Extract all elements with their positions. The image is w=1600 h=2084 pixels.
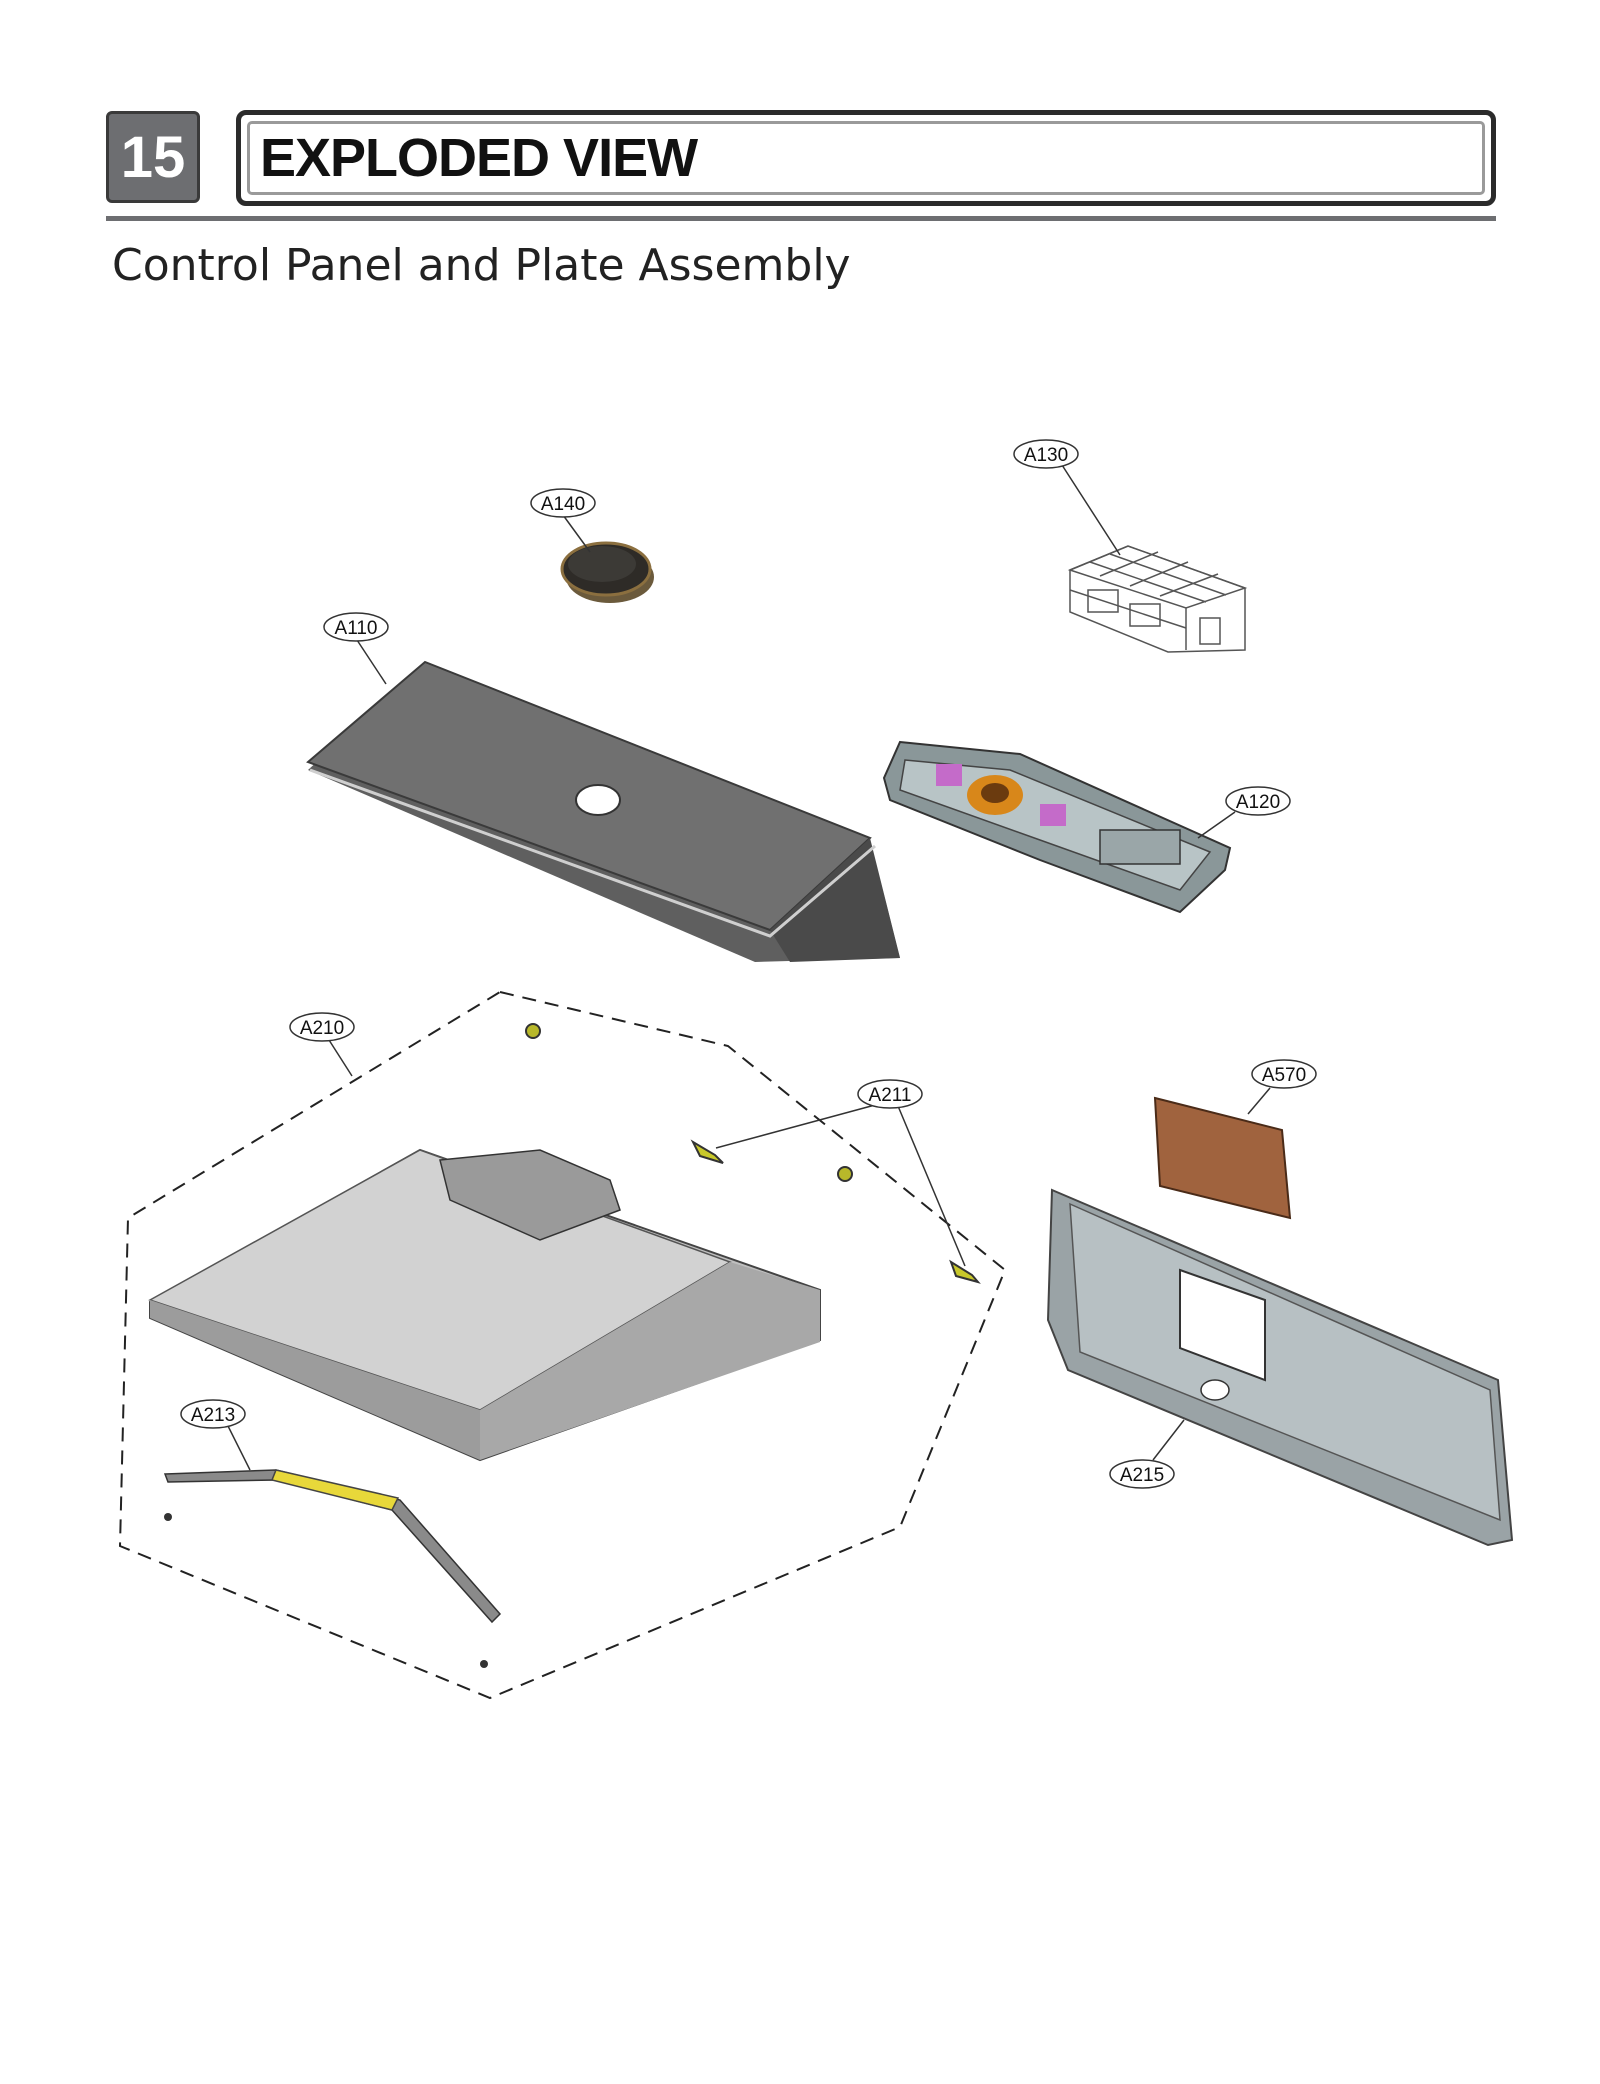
callout-a130: A130 bbox=[1013, 439, 1079, 469]
callout-a210: A210 bbox=[289, 1012, 355, 1042]
callout-a211: A211 bbox=[857, 1079, 923, 1109]
assembly-boundary bbox=[118, 990, 1007, 1700]
wireframe-cover-part bbox=[1067, 545, 1248, 653]
rail-part bbox=[163, 1469, 502, 1624]
page-subtitle: Control Panel and Plate Assembly bbox=[112, 240, 851, 291]
rear-plate-part bbox=[1046, 1188, 1514, 1547]
callout-a110: A110 bbox=[323, 612, 389, 642]
header-divider bbox=[106, 216, 1496, 221]
leader-lines bbox=[225, 464, 1271, 1471]
pcb-bracket-part bbox=[882, 740, 1232, 914]
label-a130: A130 bbox=[1024, 445, 1068, 466]
callout-a570: A570 bbox=[1251, 1059, 1317, 1089]
label-a110: A110 bbox=[335, 618, 378, 639]
section-number-badge: 15 bbox=[106, 111, 200, 203]
page-title: EXPLODED VIEW bbox=[247, 121, 1485, 195]
label-a140: A140 bbox=[541, 494, 585, 515]
label-a213: A213 bbox=[191, 1405, 235, 1426]
label-a570: A570 bbox=[1262, 1065, 1306, 1086]
label-a211: A211 bbox=[869, 1085, 912, 1106]
label-a210: A210 bbox=[300, 1018, 344, 1039]
callout-a213: A213 bbox=[180, 1399, 246, 1429]
callout-a120: A120 bbox=[1225, 786, 1291, 816]
title-box: EXPLODED VIEW bbox=[236, 110, 1496, 206]
label-a120: A120 bbox=[1236, 792, 1280, 813]
callout-a215: A215 bbox=[1109, 1459, 1175, 1489]
clip-parts bbox=[164, 1023, 981, 1668]
label-a215: A215 bbox=[1120, 1465, 1164, 1486]
callout-a140: A140 bbox=[530, 488, 596, 518]
control-panel-part bbox=[306, 660, 900, 962]
top-plate-part bbox=[148, 1148, 821, 1462]
knob-part bbox=[560, 541, 654, 603]
